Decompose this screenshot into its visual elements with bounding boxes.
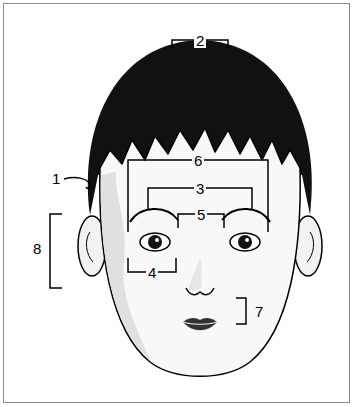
right-eye-highlight [245, 238, 249, 242]
callout-number: 4 [146, 265, 158, 280]
right-eye [230, 233, 260, 251]
brackets [50, 40, 268, 324]
mouth [183, 318, 217, 330]
nose [186, 288, 214, 295]
bracket-6 [128, 160, 268, 232]
callout-number: 1 [50, 171, 62, 186]
bracket-8 [50, 214, 62, 288]
nose-shadow [188, 258, 202, 291]
left-iris [148, 235, 162, 249]
lip-line [183, 322, 217, 324]
right-ear-fold [307, 232, 314, 262]
callout-number: 8 [31, 241, 43, 256]
callout-number: 5 [195, 207, 207, 222]
right-iris [238, 235, 252, 249]
left-eye-highlight [155, 238, 159, 242]
left-ear-fold [86, 232, 93, 262]
leader-1 [64, 178, 91, 189]
left-eyebrow [130, 209, 178, 222]
callout-number: 6 [192, 153, 204, 168]
picture-frame [4, 4, 350, 403]
left-eye [140, 233, 170, 251]
callout-number: 3 [194, 181, 206, 196]
callout-number: 2 [194, 33, 206, 48]
face-shadow [101, 172, 150, 360]
callout-number: 7 [253, 304, 265, 319]
right-eyebrow [222, 209, 270, 222]
face [100, 128, 300, 376]
bracket-7 [236, 298, 246, 324]
